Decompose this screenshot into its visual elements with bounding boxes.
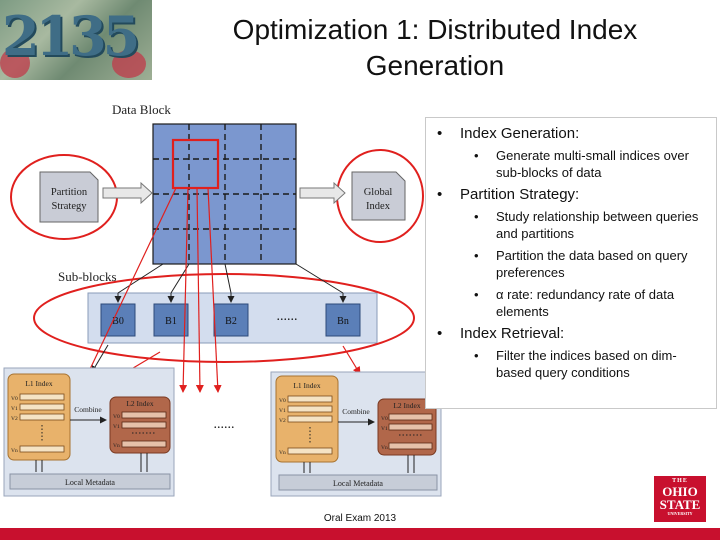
compute-node-right: L1 Index V0 V1 V2 Vn Combine L2 Index V0… xyxy=(270,371,442,497)
campus-photo-logo: 2135 xyxy=(0,0,152,80)
partition-strategy-line1: Partition xyxy=(51,187,88,198)
l2-row-v0-left: V0 xyxy=(113,414,120,420)
bullet-index-generation: Index Generation: xyxy=(434,125,706,143)
global-index-line2: Index xyxy=(366,201,391,212)
l1-row-v1-right: V1 xyxy=(279,408,286,414)
osu-logo-university: UNIVERSITY xyxy=(667,511,693,516)
sub-block-bn: Bn xyxy=(325,303,361,337)
bullet-list: Index Generation: Generate multi-small i… xyxy=(434,125,706,381)
slide-title: Optimization 1: Distributed Index Genera… xyxy=(232,14,638,81)
footer-bar xyxy=(0,528,720,540)
l2-row-vn-left: Vn xyxy=(113,443,120,449)
sub-block-b2: B2 xyxy=(213,303,249,337)
l1-row-v2-right: V2 xyxy=(279,418,286,424)
sub-block-bn-label: Bn xyxy=(337,316,349,327)
l1-row-v0-right: V0 xyxy=(279,398,286,404)
flower-decoration xyxy=(112,50,146,78)
osu-logo: THE OHIO STATE UNIVERSITY xyxy=(654,476,706,522)
compute-node-left: L1 Index V0 V1 V2 Vn Combine L2 Index V0… xyxy=(3,367,175,497)
sub-bullet: Partition the data based on query prefer… xyxy=(434,247,706,281)
index-diagram: Data Block Partition Strategy Global Ind… xyxy=(0,95,720,515)
l2-row-v0-right: V0 xyxy=(381,416,388,422)
sub-block-b1: B1 xyxy=(153,303,189,337)
l2-row-v1-left: V1 xyxy=(113,424,120,430)
sub-blocks-circle xyxy=(33,273,415,363)
global-index-doc: Global Index xyxy=(351,171,406,221)
l2-row-v1-right: V1 xyxy=(381,426,388,432)
sub-bullet: Filter the indices based on dim-based qu… xyxy=(434,347,706,381)
footer-label: Oral Exam 2013 xyxy=(323,513,397,524)
combine-label-right: Combine xyxy=(342,407,370,416)
l1-index-label-right: L1 Index xyxy=(293,381,321,390)
l1-row-v0-left: V0 xyxy=(11,396,18,402)
partition-strategy-line2: Strategy xyxy=(52,201,88,212)
l1-row-vn-left: Vn xyxy=(11,448,18,454)
local-metadata-right: Local Metadata xyxy=(333,479,383,488)
global-index-line1: Global xyxy=(364,187,393,198)
l1-row-vn-right: Vn xyxy=(279,450,286,456)
combine-label-left: Combine xyxy=(74,405,102,414)
sub-block-b2-label: B2 xyxy=(225,316,237,327)
highlighted-cell xyxy=(171,138,220,190)
sub-bullet: Generate multi-small indices over sub-bl… xyxy=(434,147,706,181)
l1-index-label-left: L1 Index xyxy=(25,379,53,388)
l2-row-vn-right: Vn xyxy=(381,445,388,451)
osu-logo-ohio: OHIO xyxy=(662,484,698,499)
sub-block-b1-label: B1 xyxy=(165,316,177,327)
campus-digits: 2135 xyxy=(2,4,140,68)
bullet-panel: Index Generation: Generate multi-small i… xyxy=(425,117,717,409)
bullet-index-retrieval: Index Retrieval: xyxy=(434,325,706,343)
osu-logo-the: THE xyxy=(672,478,688,484)
data-block-label: Data Block xyxy=(112,102,171,117)
sub-blocks-label: Sub-blocks xyxy=(58,269,117,284)
partition-strategy-doc: Partition Strategy xyxy=(39,171,99,223)
sub-bullet: Study relationship between queries and p… xyxy=(434,208,706,242)
flower-decoration xyxy=(0,48,30,78)
between-nodes-ellipsis: ...... xyxy=(214,417,235,432)
sub-bullet: α rate: redundancy rate of data elements xyxy=(434,286,706,320)
l1-row-v1-left: V1 xyxy=(11,406,18,412)
sub-block-b0-label: B0 xyxy=(112,316,124,327)
block-to-global-arrow xyxy=(299,181,346,205)
diagram-svg: Data Block Partition Strategy Global Ind… xyxy=(3,102,442,497)
l1-row-v2-left: V2 xyxy=(11,416,18,422)
local-metadata-left: Local Metadata xyxy=(65,478,115,487)
sub-blocks-ellipsis: ...... xyxy=(277,309,298,324)
bullet-partition-strategy: Partition Strategy: xyxy=(434,186,706,204)
partition-to-block-arrow xyxy=(102,181,153,205)
data-block-grid xyxy=(152,123,297,265)
l2-index-label-left: L2 Index xyxy=(126,399,154,408)
l2-index-label-right: L2 Index xyxy=(393,401,421,410)
osu-logo-state: STATE xyxy=(659,497,701,512)
